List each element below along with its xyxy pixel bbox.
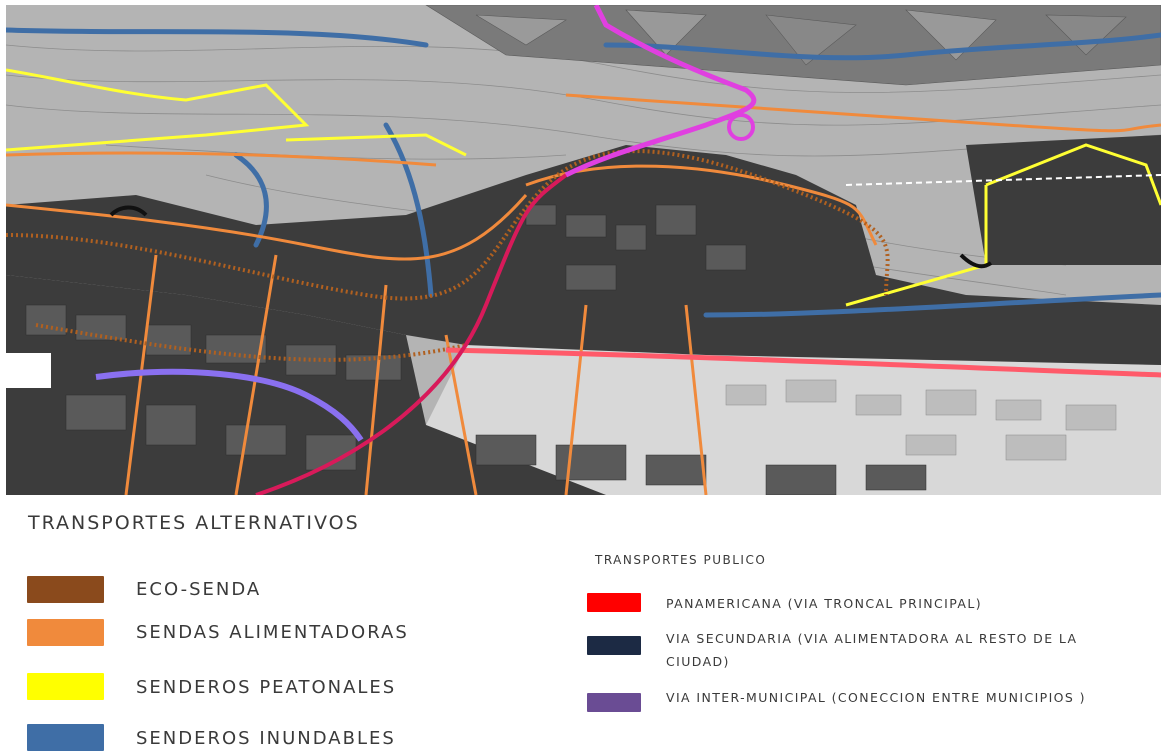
light-buildings — [725, 379, 1117, 461]
label-sendas-alimentadoras: SENDAS ALIMENTADORAS — [136, 622, 409, 643]
label-senderos-inundables: SENDEROS INUNDABLES — [136, 728, 396, 749]
label-eco-senda: ECO-SENDA — [136, 579, 262, 600]
arrow-marker — [959, 253, 993, 269]
magenta-path — [564, 5, 757, 178]
site-map[interactable] — [6, 5, 1161, 495]
panamericana-road — [445, 347, 1161, 378]
arrow-marker — [109, 205, 148, 217]
dashed-line — [845, 174, 1161, 186]
swatch-via-intermunicipal — [587, 693, 641, 712]
swatch-via-secundaria — [587, 636, 641, 655]
white-block — [6, 353, 51, 388]
legend-title-publico: TRANSPORTES PUBLICO — [595, 553, 767, 567]
senderos-inundables — [6, 27, 1161, 318]
label-via-intermunicipal: VIA INTER-MUNICIPAL (CONECCION ENTRE MUN… — [666, 690, 1086, 705]
sendas-alimentadoras — [6, 93, 1161, 495]
legend-title-alternativos: TRANSPORTES ALTERNATIVOS — [28, 512, 360, 534]
swatch-panamericana — [587, 593, 641, 612]
building-blocks — [25, 204, 927, 495]
map-canvas — [6, 5, 1161, 495]
via-secundaria-road — [255, 173, 568, 495]
contour-lines — [6, 44, 1161, 296]
swatch-senderos-inundables — [27, 724, 104, 751]
swatch-eco-senda — [27, 576, 104, 603]
label-via-secundaria: VIA SECUNDARIA (VIA ALIMENTADORA AL REST… — [666, 631, 1078, 669]
swatch-sendas-alimentadoras — [27, 619, 104, 646]
magenta-roundabout — [727, 113, 755, 141]
via-intermunicipal-road — [95, 368, 364, 442]
eco-senda — [6, 149, 890, 362]
label-senderos-peatonales: SENDEROS PEATONALES — [136, 677, 397, 698]
label-panamericana: PANAMERICANA (VIA TRONCAL PRINCIPAL) — [666, 596, 982, 611]
swatch-senderos-peatonales — [27, 673, 104, 700]
